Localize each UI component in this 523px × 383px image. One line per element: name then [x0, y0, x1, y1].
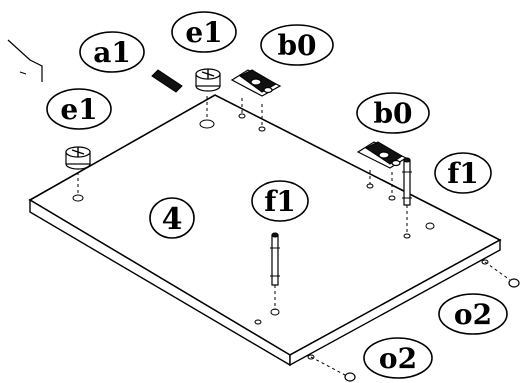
- svg-text:o2: o2: [454, 298, 492, 331]
- label-cam-lock-top: e1: [171, 11, 237, 53]
- svg-text:f1: f1: [447, 157, 479, 190]
- label-screw-right: o2: [438, 293, 508, 335]
- connector-bolt-right-part: [402, 157, 412, 206]
- cam-lock-top-part: [195, 68, 221, 92]
- svg-text:4: 4: [162, 202, 183, 237]
- label-panel: 4: [149, 197, 195, 239]
- screw-right-part: [508, 278, 520, 288]
- label-connector-bolt-center: f1: [251, 180, 309, 222]
- cam-lock-left-part: [65, 146, 91, 170]
- screw-bottom-part: [344, 372, 356, 382]
- label-dowel: a1: [79, 31, 145, 73]
- label-cam-lock-left: e1: [46, 88, 112, 130]
- label-connector-bolt-right: f1: [434, 152, 492, 194]
- assembly-guide-lines: [77, 96, 511, 376]
- hinge-plate-right-part: [356, 141, 408, 169]
- hinge-plate-top-part: [230, 69, 282, 97]
- svg-text:b0: b0: [373, 97, 412, 130]
- svg-text:o2: o2: [379, 342, 417, 375]
- svg-text:a1: a1: [93, 36, 131, 69]
- svg-text:e1: e1: [185, 16, 222, 49]
- svg-text:e1: e1: [60, 93, 97, 126]
- panel-corner-fragment: [7, 39, 43, 82]
- svg-text:b0: b0: [277, 29, 316, 62]
- label-hinge-plate-top: b0: [260, 24, 334, 66]
- dowel-part: [151, 69, 183, 93]
- panel-holes: [72, 113, 489, 360]
- label-hinge-plate-right: b0: [356, 92, 430, 134]
- label-screw-bottom: o2: [363, 337, 433, 379]
- svg-text:f1: f1: [264, 185, 296, 218]
- panel-board: [28, 94, 502, 367]
- connector-bolt-center-part: [270, 232, 280, 286]
